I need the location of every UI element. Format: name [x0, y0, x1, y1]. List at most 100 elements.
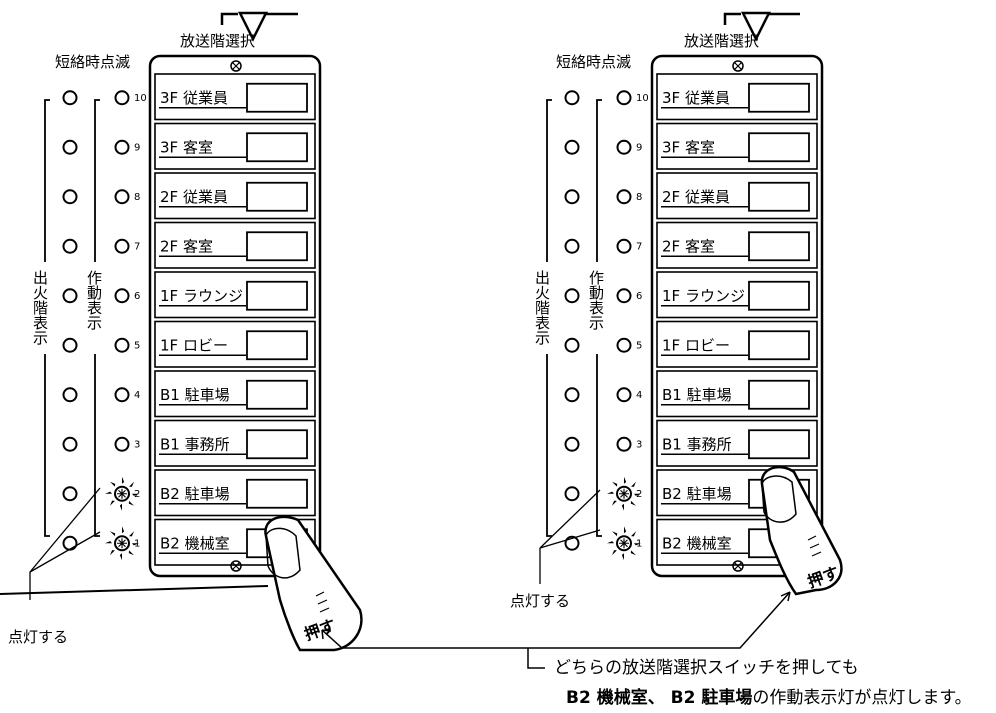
- fire-floor-lamp: [62, 90, 78, 106]
- floor-select-button[interactable]: [748, 231, 810, 262]
- floor-row: 2F 客室: [154, 221, 316, 269]
- floor-number: 10: [134, 93, 147, 104]
- operation-lamp: [616, 436, 632, 452]
- operation-lamp: [114, 189, 130, 205]
- operation-lamp: [616, 238, 632, 254]
- fire-floor-lamp: [62, 486, 78, 502]
- operation-lamp: [114, 387, 130, 403]
- floor-row: B1 駐車場: [656, 370, 818, 418]
- floor-select-button[interactable]: [748, 132, 810, 163]
- floor-name: 2F 従業員: [160, 188, 228, 206]
- floor-select-button[interactable]: [246, 82, 308, 113]
- floor-select-button[interactable]: [246, 478, 308, 509]
- operation-lamp: [616, 90, 632, 106]
- fire-floor-lamp: [62, 337, 78, 353]
- operation-display-label: 作動表示: [85, 270, 103, 330]
- short-blink-label: 短絡時点滅: [55, 53, 130, 71]
- operation-lamp: [114, 337, 130, 353]
- floor-name: B2 駐車場: [160, 485, 230, 503]
- floor-row-frame: [154, 469, 316, 517]
- floor-select-button[interactable]: [748, 379, 810, 410]
- caption-line-2: B2 機械室、 B2 駐車場の作動表示灯が点灯します。: [566, 687, 972, 708]
- floor-number: 2: [134, 489, 140, 500]
- floor-select-button[interactable]: [246, 429, 308, 460]
- floor-select-button[interactable]: [246, 181, 308, 212]
- operation-lamp: [114, 288, 130, 304]
- floor-row-frame: [154, 271, 316, 319]
- operation-lamp: [114, 238, 130, 254]
- floor-number: 6: [134, 291, 140, 302]
- floor-name: B1 事務所: [160, 435, 230, 453]
- floor-row-frame: [154, 221, 316, 269]
- fire-floor-display-label: 出火階表示: [31, 270, 49, 345]
- floor-name: B2 駐車場: [662, 485, 732, 503]
- broadcast-select-label: 放送階選択: [684, 32, 759, 50]
- fire-floor-lamp: [62, 189, 78, 205]
- floor-row-frame: [656, 320, 818, 368]
- floor-number: 4: [134, 390, 140, 401]
- operation-lamp: [114, 139, 130, 155]
- floor-select-button[interactable]: [748, 181, 810, 212]
- floor-number: 1: [636, 538, 642, 549]
- floor-row-frame: [154, 518, 316, 566]
- fire-floor-lamp: [564, 337, 580, 353]
- floor-number: 3: [134, 439, 140, 450]
- operation-lamp: [616, 288, 632, 304]
- switch-panel: [148, 54, 322, 578]
- floor-select-button[interactable]: [748, 330, 810, 361]
- floor-name: 1F ラウンジ: [160, 287, 243, 305]
- floor-select-button[interactable]: [748, 280, 810, 311]
- lit-operation-lamp: [607, 476, 641, 511]
- floor-select-button[interactable]: [246, 379, 308, 410]
- floor-row-frame: [656, 73, 818, 121]
- floor-number: 9: [134, 142, 140, 153]
- floor-select-button[interactable]: [246, 132, 308, 163]
- floor-number: 6: [636, 291, 642, 302]
- lit-operation-lamp: [105, 526, 139, 561]
- operation-lamp: [616, 139, 632, 155]
- floor-name: 2F 客室: [160, 237, 213, 255]
- floor-name: B1 駐車場: [160, 386, 230, 404]
- floor-row: 3F 客室: [154, 122, 316, 170]
- lights-up-label: 点灯する: [8, 628, 68, 646]
- floor-select-button[interactable]: [246, 330, 308, 361]
- finger-pressing-b: 押す: [760, 465, 843, 596]
- floor-select-button[interactable]: [748, 82, 810, 113]
- floor-select-button[interactable]: [246, 280, 308, 311]
- floor-row-frame: [154, 73, 316, 121]
- short-blink-label: 短絡時点滅: [556, 53, 631, 71]
- floor-select-button[interactable]: [246, 231, 308, 262]
- floor-row: 1F ロビー: [154, 320, 316, 368]
- operation-lamp: [616, 337, 632, 353]
- floor-number: 7: [134, 241, 140, 252]
- floor-row: B1 駐車場: [154, 370, 316, 418]
- lit-operation-lamp: [105, 476, 139, 511]
- floor-name: 1F ロビー: [662, 336, 730, 354]
- floor-select-button[interactable]: [748, 429, 810, 460]
- floor-row-frame: [656, 221, 818, 269]
- fire-floor-lamp: [564, 90, 580, 106]
- broadcast-select-label: 放送階選択: [180, 32, 255, 50]
- connector-lines: [321, 591, 791, 669]
- fire-floor-lamp: [564, 189, 580, 205]
- operation-lamp: [616, 387, 632, 403]
- fire-floor-lamp: [62, 535, 78, 551]
- floor-name: 2F 客室: [662, 237, 715, 255]
- fire-floor-lamp: [564, 436, 580, 452]
- floor-number: 7: [636, 241, 642, 252]
- floor-number: 5: [636, 340, 642, 351]
- fire-floor-lamp: [62, 288, 78, 304]
- floor-row: 3F 従業員: [656, 73, 818, 121]
- caption-line-1: どちらの放送階選択スイッチを押しても: [554, 658, 859, 678]
- floor-number: 2: [636, 489, 642, 500]
- floor-name: 1F ラウンジ: [662, 287, 745, 305]
- floor-row: 3F 従業員: [154, 73, 316, 121]
- screw-icon: [230, 560, 242, 572]
- floor-name: 2F 従業員: [662, 188, 730, 206]
- fire-floor-lamp: [62, 238, 78, 254]
- floor-row: 3F 客室: [656, 122, 818, 170]
- floor-row: 2F 従業員: [656, 172, 818, 220]
- floor-row-frame: [656, 122, 818, 170]
